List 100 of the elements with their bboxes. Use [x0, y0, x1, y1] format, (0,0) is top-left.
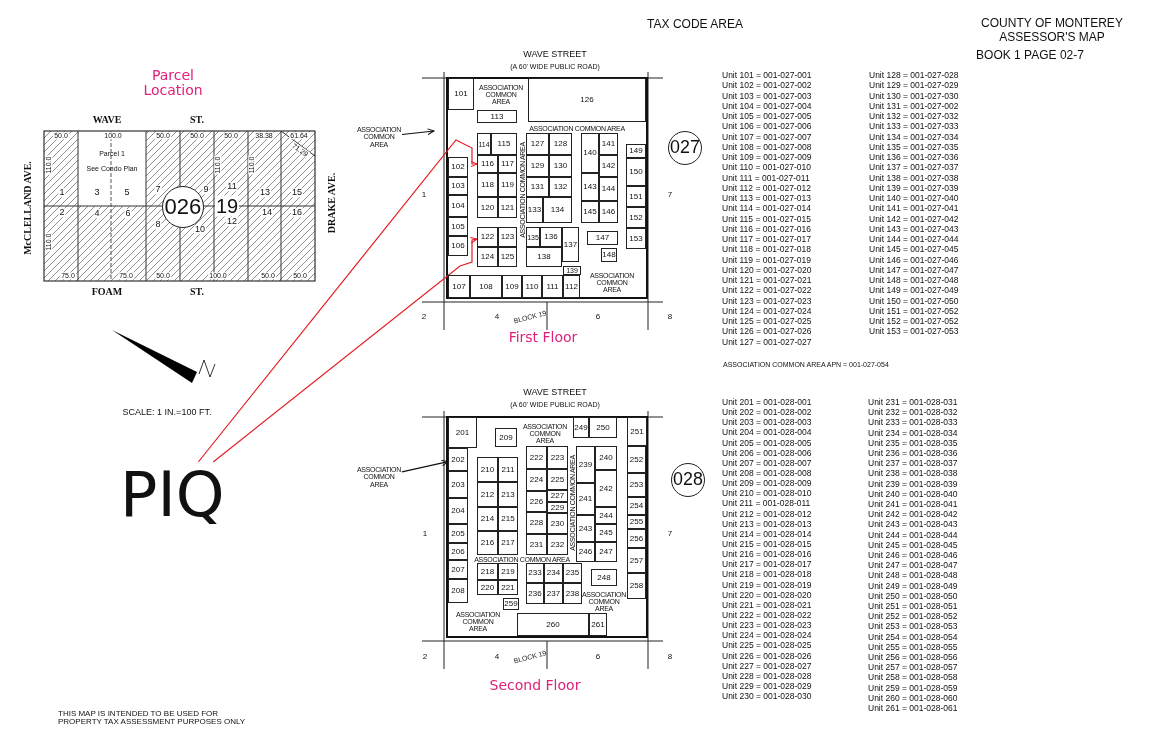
parcel-number-entry: Unit 258 = 001-028-058: [868, 672, 958, 682]
parcel-number-entry: Unit 129 = 001-027-029: [869, 80, 959, 90]
unit-box: 131: [526, 177, 549, 197]
lot-number: 4: [93, 209, 101, 219]
parcel-number-entry: Unit 114 = 001-027-014: [722, 203, 811, 213]
parcel-number-entry: Unit 110 = 001-027-010: [722, 162, 811, 172]
disclaimer-note: THIS MAP IS INTENDED TO BE USED FOR PROPERTY TAX ASSESSMENT PURPOSES ONLY: [58, 710, 247, 727]
caption: Parcel Location: [142, 68, 204, 98]
unit-box: 213: [498, 482, 518, 507]
unit-box: 153: [626, 228, 646, 249]
parcel-number-entry: Unit 248 = 001-028-048: [868, 570, 958, 580]
parcel-number-entry: Unit 101 = 001-027-001: [722, 70, 812, 80]
unit-box: 251: [627, 417, 647, 446]
lot-number: 16: [291, 208, 303, 218]
parcel-number-entry: Unit 138 = 001-027-038: [869, 173, 959, 182]
street-name: McCLELLAND AVE.: [22, 161, 34, 255]
unit-box: 258: [627, 573, 646, 599]
unit-box: 234: [544, 563, 563, 583]
lot-number: 9: [202, 185, 210, 195]
unit-box: 102: [448, 157, 468, 177]
parcel-number-entry: Unit 115 = 001-027-015: [722, 214, 811, 223]
lot-number: 10: [194, 225, 206, 235]
parcel-number-entry: Unit 226 = 001-028-026: [722, 651, 812, 660]
unit-box: 220: [477, 580, 498, 595]
parcel-number-entry: Unit 210 = 001-028-010: [722, 488, 812, 498]
parcel-number-entry: Unit 213 = 001-028-013: [722, 519, 812, 529]
unit-box: 144: [599, 177, 618, 201]
unit-box: 250: [589, 417, 617, 438]
parcel-number-entry: Unit 212 = 001-028-012: [722, 509, 812, 518]
unit-box: 209: [495, 428, 517, 447]
unit-box: 148: [601, 248, 617, 262]
unit-box: 247: [595, 542, 617, 562]
lot-number: 12: [226, 217, 238, 227]
parcel-number-entry: Unit 132 = 001-027-032: [869, 111, 959, 121]
lot-number: 7: [667, 190, 673, 200]
parcel-number-entry: Unit 261 = 001-028-061: [868, 703, 958, 713]
parcel-number-entry: Unit 116 = 001-027-016: [722, 224, 811, 234]
parcel-number-entry: Unit 237 = 001-028-037: [868, 458, 958, 468]
parcel-number-entry: Unit 112 = 001-027-012: [722, 183, 811, 193]
parcel-number-entry: Unit 230 = 001-028-030: [722, 691, 812, 701]
parcel-number-entry: Unit 220 = 001-028-020: [722, 590, 812, 600]
parcel-number-entry: Unit 126 = 001-027-026: [722, 326, 812, 336]
unit-box: 118: [477, 173, 498, 197]
parcel-number-entry: Unit 217 = 001-028-017: [722, 559, 812, 569]
unit-box: 202: [448, 448, 468, 471]
piq-label: PIQ: [120, 462, 225, 528]
parcel-number-entry: Unit 104 = 001-027-004: [722, 101, 812, 111]
parcel-number-entry: Unit 124 = 001-027-024: [722, 306, 812, 316]
unit-box: 109: [502, 275, 522, 298]
unit-box: 132: [549, 177, 572, 197]
parcel-number-entry: Unit 201 = 001-028-001: [722, 397, 812, 407]
unit-box: 121: [498, 197, 517, 218]
unit-box: 244: [595, 507, 617, 524]
parcel-number-entry: Unit 257 = 001-028-057: [868, 662, 958, 672]
parcel-number-entry: Unit 232 = 001-028-032: [868, 407, 958, 417]
street-name: ST.: [190, 114, 204, 126]
unit-box: 221: [498, 580, 518, 595]
parcel-number-entry: Unit 146 = 001-027-046: [869, 255, 959, 264]
lot-number: 1: [422, 529, 428, 539]
parcel-number-entry: Unit 244 = 001-028-044: [868, 530, 958, 540]
unit-box: 149: [626, 144, 646, 158]
lot-number: 11: [226, 182, 238, 192]
parcel-number-entry: Unit 128 = 001-027-028: [869, 70, 959, 80]
unit-box: 126: [528, 78, 646, 122]
unit-box: 215: [498, 507, 518, 531]
lot-number: 8: [154, 220, 162, 230]
parcel-number-entry: Unit 135 = 001-027-035: [869, 142, 959, 152]
parcel-number-entry: Unit 145 = 001-027-045: [869, 244, 959, 254]
unit-box: 124: [477, 247, 498, 267]
parcel-number-entry: Unit 143 = 001-027-043: [869, 224, 959, 234]
unit-box: 117: [498, 155, 517, 173]
lot-number: 7: [667, 529, 673, 539]
parcel-number-entry: Unit 235 = 001-028-035: [868, 438, 958, 448]
parcel-number-entry: Unit 225 = 001-028-025: [722, 640, 812, 650]
unit-box: 260: [517, 613, 589, 636]
unit-box: 141: [599, 133, 618, 155]
unit-box: 129: [526, 155, 549, 177]
unit-box: 152: [626, 207, 646, 228]
unit-box: 140: [581, 133, 599, 173]
caption: First Floor: [508, 329, 578, 345]
street-name: WAVE STREET: [523, 388, 587, 398]
lot-number: 1: [421, 190, 427, 200]
parcel-number-entry: Unit 152 = 001-027-052: [869, 316, 959, 326]
unit-box: 255: [627, 515, 646, 529]
unit-box: 245: [595, 524, 617, 542]
unit-box: 235: [563, 563, 582, 583]
parcel-number-entry: Unit 144 = 001-027-044: [869, 234, 959, 244]
unit-box: 259: [503, 598, 519, 610]
unit-box: 122: [477, 227, 498, 247]
block-number: 19: [214, 195, 240, 217]
map-number-circle: 027: [668, 131, 702, 165]
parcel-number-entry: Unit 256 = 001-028-056: [868, 652, 958, 662]
unit-box: 242: [595, 470, 617, 507]
parcel-number-entry: Unit 211 = 001-028-011: [722, 498, 811, 508]
lot-number: 2: [58, 208, 66, 218]
unit-box: 224: [526, 469, 547, 491]
unit-box: 119: [498, 173, 517, 197]
unit-box: 214: [477, 507, 498, 531]
street-name: FOAM: [91, 286, 123, 298]
unit-box: 226: [526, 491, 547, 512]
